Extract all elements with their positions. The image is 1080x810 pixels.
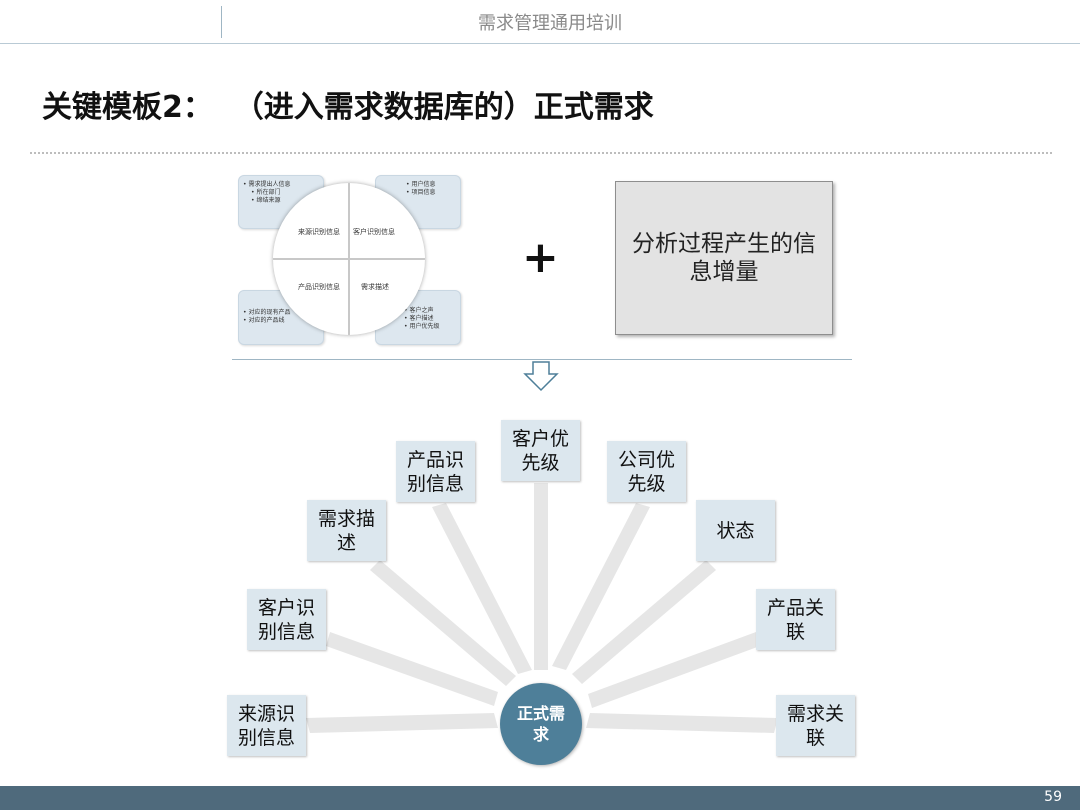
info-box-line: 息增量 xyxy=(689,259,759,285)
quad-item: • 项目信息 xyxy=(406,189,436,196)
analysis-increment-box: 分析过程产生的信 息增量 xyxy=(615,181,833,335)
spoke-customer-priority: 客户优先级 xyxy=(501,420,580,481)
info-box-line: 分析过程产生的信 xyxy=(632,231,816,257)
header-title: 需求管理通用培训 xyxy=(478,13,622,34)
spoke-product-link: 产品关联 xyxy=(756,589,835,650)
quad-label-customer: 客户识别信息 xyxy=(353,228,395,236)
quad-item: • 所在部门 xyxy=(251,189,281,196)
plus-sign: + xyxy=(522,232,559,283)
spoke-company-priority: 公司优先级 xyxy=(607,441,686,502)
spoke-arrow xyxy=(534,483,548,670)
slide-title: 关键模板2： （进入需求数据库的）正式需求 xyxy=(42,90,654,125)
dotted-separator xyxy=(30,152,1052,154)
quad-label-source: 来源识别信息 xyxy=(298,228,340,236)
spoke-arrow xyxy=(572,560,716,684)
hub-formal-requirement: 正式需求 xyxy=(500,683,582,765)
quad-label-product: 产品识别信息 xyxy=(298,283,340,291)
quad-item: • 缔结来源 xyxy=(251,197,281,204)
down-arrow-icon xyxy=(523,361,559,392)
header-divider xyxy=(221,6,222,38)
spoke-requirement-description: 需求描述 xyxy=(307,500,386,561)
quad-item: • 需求提出人信息 xyxy=(243,181,291,188)
footer-bar: 59 xyxy=(0,786,1080,810)
spoke-requirement-link: 需求关联 xyxy=(776,695,855,756)
page-number: 59 xyxy=(1044,789,1062,805)
spoke-status: 状态 xyxy=(696,500,775,561)
spoke-arrow xyxy=(370,560,516,686)
quad-divider-horizontal xyxy=(273,258,425,260)
spoke-arrow xyxy=(432,503,532,674)
middle-separator xyxy=(232,359,852,360)
quad-item: • 对应的现有产品 xyxy=(243,309,291,316)
quad-item: • 客户描述 xyxy=(404,315,434,322)
spoke-source-info: 来源识别信息 xyxy=(227,695,306,756)
spoke-arrow xyxy=(552,503,650,670)
header-rule xyxy=(0,43,1080,44)
spoke-arrow xyxy=(586,713,778,733)
quad-item: • 用户优先级 xyxy=(404,323,440,330)
spoke-product-info: 产品识别信息 xyxy=(396,441,475,502)
spoke-arrow xyxy=(588,632,760,708)
spoke-customer-info: 客户识别信息 xyxy=(247,589,326,650)
spoke-arrow xyxy=(306,713,498,733)
quad-label-description: 需求描述 xyxy=(361,283,389,291)
quad-circle: 来源识别信息 客户识别信息 产品识别信息 需求描述 xyxy=(273,183,425,335)
quad-item: • 对应的产品线 xyxy=(243,317,285,324)
quad-item: • 用户信息 xyxy=(406,181,436,188)
spoke-arrow xyxy=(326,632,498,706)
quad-item: • 客户之声 xyxy=(404,307,434,314)
